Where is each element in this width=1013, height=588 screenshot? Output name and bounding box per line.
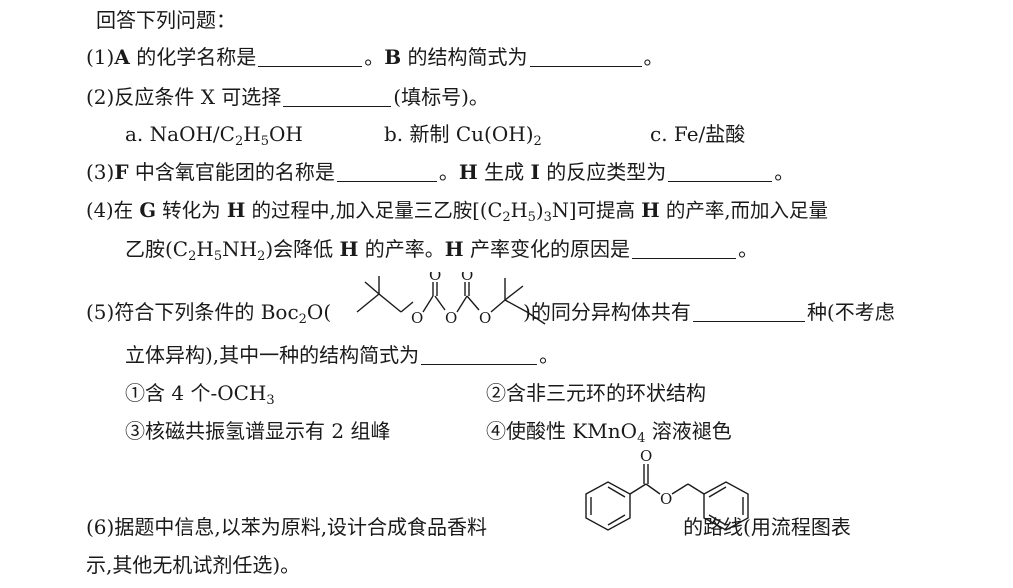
- q1-answer-blank-1[interactable]: [258, 46, 363, 67]
- oxygen-atom: O: [461, 272, 473, 284]
- section-header: 回答下列问题：: [96, 8, 236, 32]
- q2-option-b: b. 新制 Cu(OH)2: [384, 122, 542, 149]
- question-4-line-2: 乙胺(C2H5NH2)会降低 H 的产率。H 产率变化的原因是。: [125, 237, 759, 264]
- question-5: (5)符合下列条件的 Boc2O()的同分异构体共有种(不考虑: [86, 300, 895, 327]
- q1-number: (1): [86, 45, 115, 69]
- oxygen-atom: O: [660, 490, 672, 508]
- q1-compound-a: A: [114, 45, 130, 69]
- q1-text: 。: [643, 45, 664, 69]
- question-3: (3)F 中含氧官能团的名称是。H 生成 I 的反应类型为。: [86, 160, 795, 184]
- q3-number: (3): [86, 160, 115, 184]
- question-1: (1)A 的化学名称是。B 的结构简式为。: [86, 45, 664, 69]
- benzyl-benzoate-structure: O O: [585, 448, 749, 531]
- q5-condition-2: ②含非三元环的环状结构: [486, 381, 706, 405]
- q3-answer-blank-2[interactable]: [668, 161, 773, 182]
- question-5-line-2: 立体异构),其中一种的结构简式为。: [125, 343, 560, 367]
- question-4: (4)在 G 转化为 H 的过程中,加入足量三乙胺[(C2H5)3N]可提高 H…: [86, 199, 829, 225]
- q6-number: (6): [86, 515, 115, 539]
- oxygen-atom: O: [429, 272, 441, 284]
- boc2o-structure: O O O O O: [356, 272, 546, 327]
- q5-number: (5): [86, 300, 115, 324]
- question-2: (2)反应条件 X 可选择 (填标号)。: [86, 85, 489, 109]
- oxygen-atom: O: [411, 309, 423, 327]
- q5-condition-1: ①含 4 个-OCH3: [125, 381, 275, 408]
- q1-text: 的化学名称是: [129, 45, 257, 69]
- q2-answer-blank[interactable]: [283, 86, 392, 107]
- q3-answer-blank-1[interactable]: [336, 161, 437, 182]
- q5-condition-3: ③核磁共振氢谱显示有 2 组峰: [125, 419, 391, 443]
- q2-option-a: a. NaOH/C2H5OH: [125, 122, 303, 149]
- q2-number: (2): [86, 85, 115, 109]
- q2-text: (填标号)。: [393, 85, 489, 109]
- question-6-line-2: 示,其他无机试剂任选)。: [86, 553, 301, 577]
- q5-condition-4: ④使酸性 KMnO4 溶液褪色: [486, 419, 732, 446]
- q2-option-c: c. Fe/盐酸: [650, 122, 746, 146]
- oxygen-atom: O: [445, 309, 457, 327]
- q4-answer-blank[interactable]: [632, 238, 737, 259]
- q1-text: 。: [364, 45, 385, 69]
- oxygen-atom: O: [479, 309, 491, 327]
- q2-text: 反应条件 X 可选择: [114, 85, 282, 109]
- q1-text: 的结构简式为: [401, 45, 528, 69]
- q1-compound-b: B: [384, 45, 402, 69]
- q1-answer-blank-2[interactable]: [529, 46, 642, 67]
- q5-answer-blank-2[interactable]: [421, 344, 538, 365]
- q4-number: (4): [86, 199, 114, 222]
- q5-answer-blank-1[interactable]: [692, 301, 805, 322]
- oxygen-atom: O: [640, 448, 652, 465]
- question-6: (6)据题中信息,以苯为原料,设计合成食品香料的路线(用流程图表: [86, 515, 851, 539]
